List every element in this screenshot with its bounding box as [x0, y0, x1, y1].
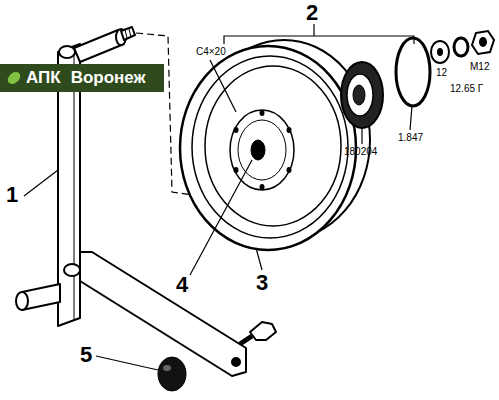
part-label: 12.65 Г — [450, 84, 483, 94]
part-label: C4×20 — [196, 47, 226, 57]
part-label: 180204 — [344, 147, 377, 157]
leaf-icon — [6, 70, 22, 86]
bearing — [341, 62, 383, 128]
callout-number: 5 — [80, 344, 92, 366]
watermark-text: Воронеж — [71, 68, 146, 88]
callout-number: 4 — [176, 274, 188, 296]
bracket-arm — [72, 252, 246, 376]
nut — [472, 31, 494, 54]
washer — [431, 41, 449, 63]
bolt-head — [250, 322, 276, 340]
callout-number: 1 — [6, 184, 18, 206]
spring-washer — [454, 38, 468, 56]
part-label: 1.847 — [398, 133, 423, 143]
part-label: 12 — [436, 68, 447, 78]
watermark-banner: АПК Воронеж — [0, 64, 164, 92]
part-label: M12 — [470, 62, 489, 72]
snap-ring — [396, 38, 430, 106]
callout-number: 3 — [256, 272, 268, 294]
pin — [64, 264, 80, 276]
bracket-hole — [232, 358, 240, 366]
group-bracket — [224, 36, 414, 44]
knob — [158, 357, 186, 391]
callout-number: 2 — [306, 2, 318, 24]
peg-end — [16, 292, 28, 310]
watermark-text: АПК — [26, 68, 61, 88]
pulley-hub — [230, 110, 294, 190]
leader-lines — [24, 24, 412, 370]
pulley-rim — [180, 46, 356, 250]
